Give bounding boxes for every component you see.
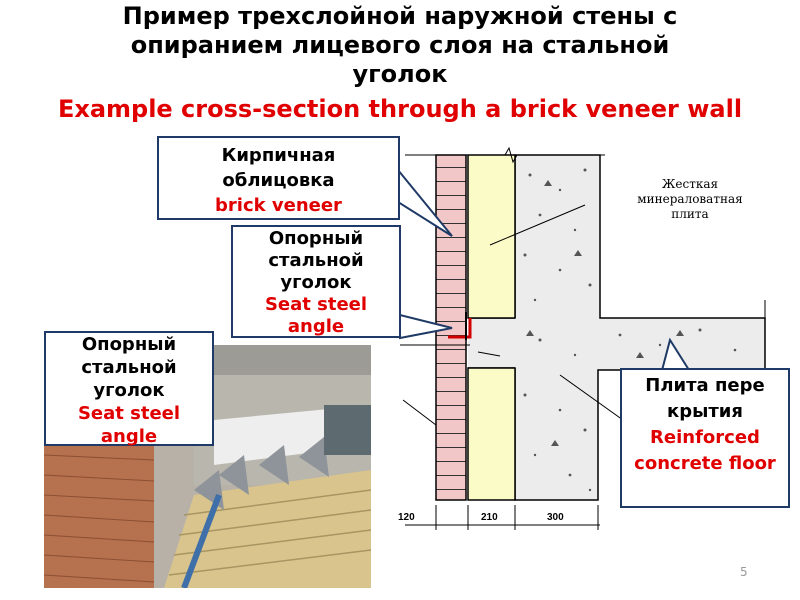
dim-veneer: 120 (398, 512, 415, 523)
title-line-2: опиранием лицевого слоя на стальной (130, 31, 670, 59)
slab-edge (468, 318, 518, 368)
title-line-1: Пример трехслойной наружной стены с (122, 2, 678, 30)
slide-number: 5 (740, 565, 748, 579)
steel-angle (448, 318, 472, 339)
insulation-label: Жесткая минераловатная плита (637, 177, 743, 221)
slide-title: Пример трехслойной наружной стены с опир… (0, 2, 800, 89)
concrete-aggregate (523, 168, 737, 492)
title-line-3: уголок (352, 60, 448, 88)
callout-photo-en: Seat steel angle (77, 403, 181, 447)
insulation-lower (467, 367, 516, 501)
callout-floor-slab: Плита перекрытия Reinforced concrete flo… (620, 368, 790, 508)
callout-slab-en: Reinforced concrete floor (634, 427, 776, 474)
callout-veneer-ru: Кирпичная облицовка (221, 145, 336, 191)
callout-seat-angle: Опорный стальной уголок Seat steel angle (231, 225, 401, 338)
callout-veneer-en: brick veneer (215, 195, 342, 216)
dim-concrete: 300 (547, 512, 564, 523)
callout-angle-en: Seat steel angle (264, 294, 368, 337)
callout-brick-veneer: Кирпичная облицовка brick veneer (157, 136, 400, 220)
insulation-upper (467, 154, 516, 319)
callout-slab-ru: Плита перекрытия (645, 375, 765, 422)
callout-photo-angle: Опорный стальной уголок Seat steel angle (44, 331, 214, 447)
slide-title-english: Example cross-section through a brick ve… (57, 95, 743, 123)
dim-insulation: 210 (481, 512, 498, 523)
callout-photo-ru: Опорный стальной уголок (81, 334, 177, 401)
callout-angle-ru: Опорный стальной уголок (268, 228, 364, 293)
